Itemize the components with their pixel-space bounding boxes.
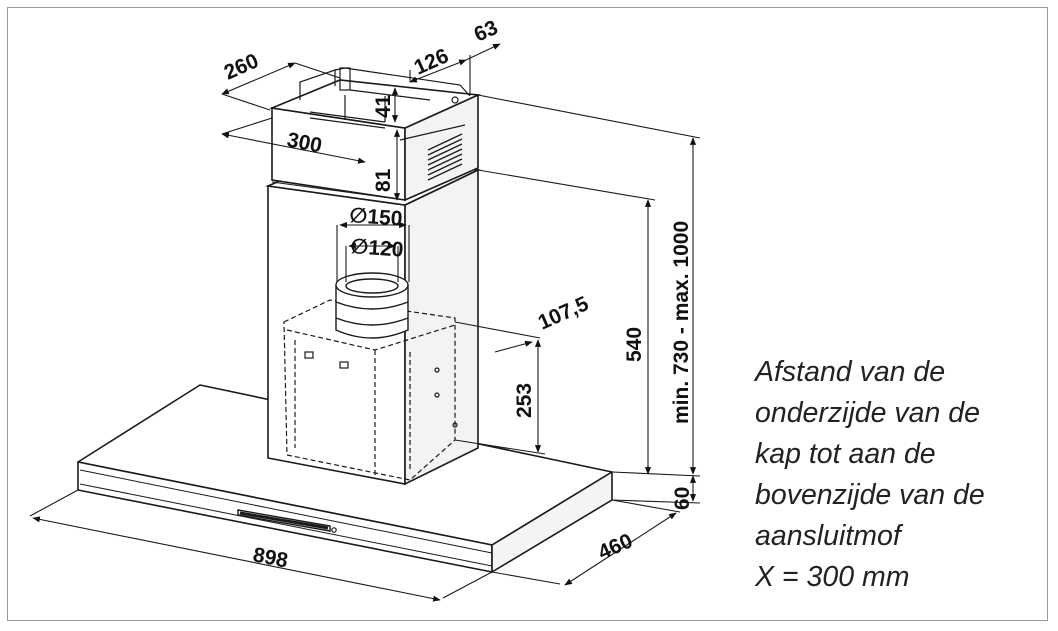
vent-grille	[427, 133, 463, 181]
dim-120: ∅120	[350, 235, 405, 262]
note-line: aansluitmof	[755, 520, 901, 552]
diameter-symbol: ∅	[349, 204, 369, 228]
diameter-symbol: ∅	[350, 235, 370, 259]
dim-60: 60	[671, 487, 694, 510]
dim-120-value: 120	[368, 236, 405, 261]
note-line: X = 300 mm	[755, 561, 910, 593]
dim-150-value: 150	[367, 205, 404, 230]
wall-bracket	[299, 67, 471, 141]
dim-540: 540	[623, 327, 646, 362]
dim-253: 253	[513, 383, 536, 418]
dim-63: 63	[471, 16, 502, 47]
installation-note: Afstand van de onderzijde van de kap tot…	[755, 352, 1045, 598]
chimney-lower	[265, 154, 481, 486]
note-line: onderzijde van de	[755, 397, 980, 429]
note-line: kap tot aan de	[755, 438, 936, 470]
dim-81: 81	[372, 168, 395, 192]
note-line: Afstand van de	[755, 356, 946, 388]
dim-150: ∅150	[349, 204, 404, 231]
dim-107-5: 107,5	[535, 292, 593, 335]
dim-460: 460	[595, 529, 636, 564]
dim-range: min. 730 - max. 1000	[670, 221, 693, 424]
dimension-lines	[29, 43, 701, 602]
connector-spigot	[335, 272, 409, 339]
dim-126: 126	[411, 44, 452, 79]
figure-frame	[7, 7, 1048, 621]
dim-41: 41	[372, 94, 395, 118]
note-line: bovenzijde van de	[755, 479, 985, 511]
dim-898: 898	[251, 543, 290, 572]
